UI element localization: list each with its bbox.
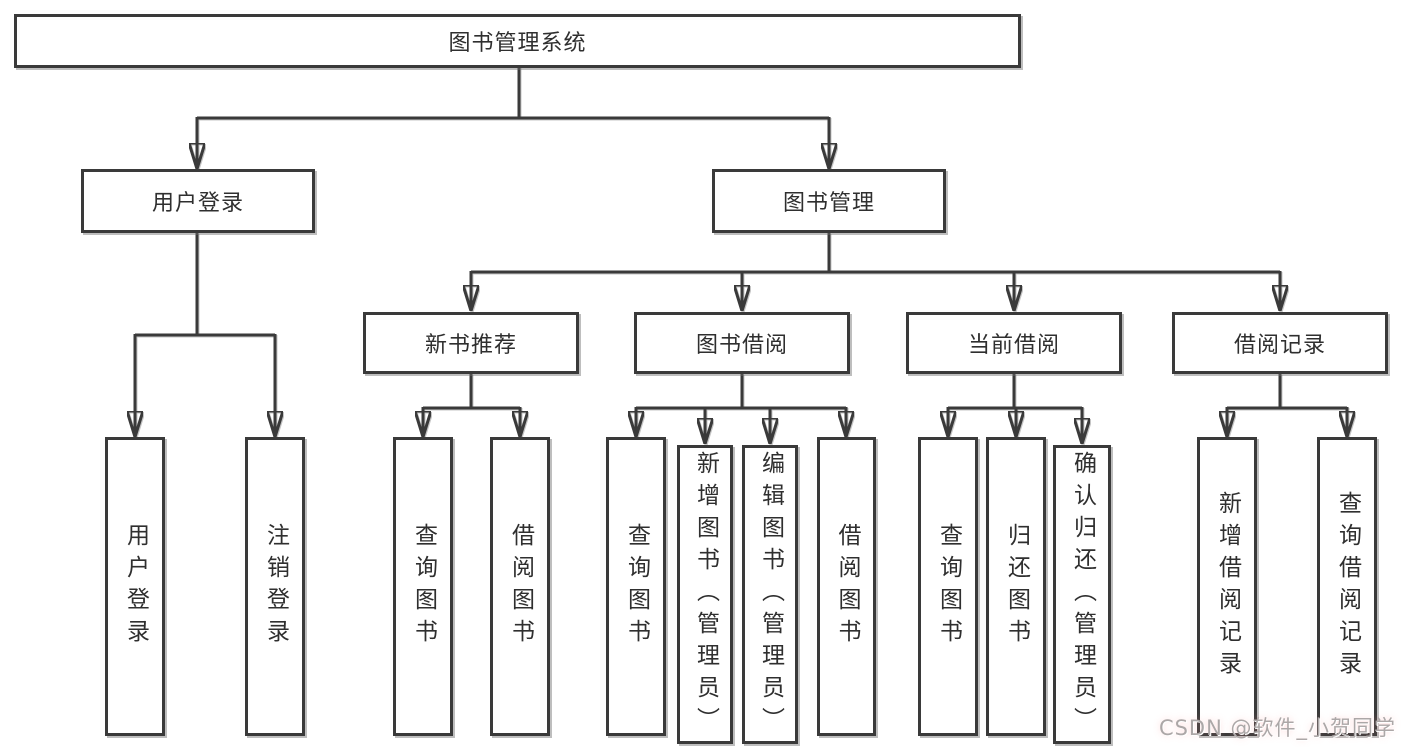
leaf-confirm-return-admin-label: 确认归还（管理员） (1069, 450, 1096, 739)
leaf-search-books-recommend: 查询图书 (393, 437, 453, 736)
node-current-borrow: 当前借阅 (906, 312, 1122, 374)
leaf-add-borrow-record: 新增借阅记录 (1197, 437, 1257, 736)
leaf-borrow-books-recommend: 借阅图书 (490, 437, 550, 736)
leaf-add-books-admin-label: 新增图书（管理员） (692, 450, 719, 739)
leaf-return-books-label: 归还图书 (1003, 522, 1030, 651)
node-new-book-recommend-label: 新书推荐 (424, 333, 517, 358)
node-root: 图书管理系统 (14, 14, 1021, 68)
leaf-search-books-borrow-label: 查询图书 (623, 522, 650, 651)
node-user-login-label: 用户登录 (151, 191, 244, 216)
leaf-search-books-current-label: 查询图书 (935, 522, 962, 651)
node-borrow-records: 借阅记录 (1172, 312, 1388, 374)
node-borrow-records-label: 借阅记录 (1233, 333, 1326, 358)
leaf-logout-label: 注销登录 (262, 522, 289, 651)
leaf-logout: 注销登录 (245, 437, 305, 736)
leaf-borrow-books-recommend-label: 借阅图书 (507, 522, 534, 651)
node-root-label: 图书管理系统 (448, 31, 587, 56)
leaf-search-borrow-record-label: 查询借阅记录 (1334, 490, 1361, 683)
leaf-search-books-current: 查询图书 (918, 437, 978, 736)
node-book-borrow-label: 图书借阅 (695, 333, 788, 358)
node-book-management-label: 图书管理 (782, 191, 875, 216)
leaf-add-borrow-record-label: 新增借阅记录 (1214, 490, 1241, 683)
node-book-borrow: 图书借阅 (634, 312, 850, 374)
leaf-search-books-borrow: 查询图书 (606, 437, 666, 736)
leaf-add-books-admin: 新增图书（管理员） (677, 445, 733, 744)
leaf-user-login: 用户登录 (105, 437, 165, 736)
leaf-user-login-label: 用户登录 (122, 522, 149, 651)
node-current-borrow-label: 当前借阅 (967, 333, 1060, 358)
node-book-management: 图书管理 (712, 169, 946, 233)
leaf-edit-books-admin-label: 编辑图书（管理员） (757, 450, 784, 739)
leaf-borrow-books: 借阅图书 (817, 437, 876, 736)
leaf-edit-books-admin: 编辑图书（管理员） (742, 445, 798, 744)
leaf-borrow-books-label: 借阅图书 (834, 522, 860, 651)
leaf-return-books: 归还图书 (986, 437, 1046, 736)
csdn-watermark: CSDN @软件_小贺同学 (1158, 716, 1396, 740)
leaf-search-borrow-record: 查询借阅记录 (1317, 437, 1377, 736)
node-new-book-recommend: 新书推荐 (363, 312, 579, 374)
leaf-search-books-recommend-label: 查询图书 (410, 522, 437, 651)
node-user-login: 用户登录 (81, 169, 315, 233)
leaf-confirm-return-admin: 确认归还（管理员） (1053, 445, 1111, 744)
